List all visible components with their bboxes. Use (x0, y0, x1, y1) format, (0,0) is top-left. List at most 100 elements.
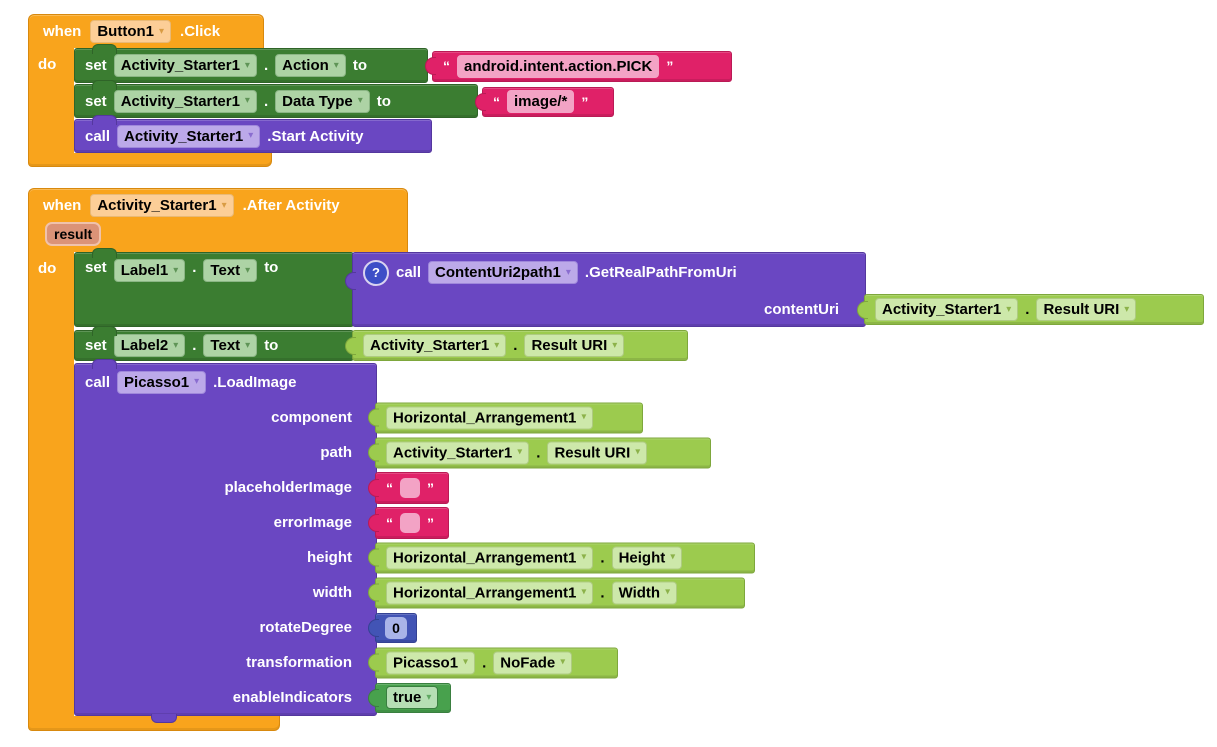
call-start-activity-block[interactable]: call Activity_Starter1 ▾ .Start Activity (74, 115, 432, 153)
event-header[interactable]: when Activity_Starter1 ▾ .After Activity… (28, 188, 408, 252)
dropdown-value: Height (618, 549, 666, 566)
string-value-field[interactable] (400, 512, 420, 533)
property-dropdown[interactable]: NoFade ▾ (493, 651, 573, 674)
component-dropdown[interactable]: Button1 ▾ (90, 20, 172, 43)
logic-true-block[interactable]: true ▾ (375, 682, 451, 713)
dropdown-value: NoFade (500, 654, 556, 671)
string-value-field[interactable] (400, 477, 420, 498)
set-label1-text-block[interactable]: set Label1 ▾ . Text ▾ to (74, 248, 354, 327)
param-label-errorimage: errorImage (273, 514, 352, 531)
dropdown-value: Activity_Starter1 (882, 301, 1002, 318)
dropdown-value: Text (210, 337, 241, 354)
empty-string-block[interactable]: “ ” (375, 471, 449, 504)
getter-nofade-block[interactable]: Picasso1 ▾ . NoFade ▾ (375, 647, 618, 678)
event-name: .Click (180, 23, 221, 40)
dropdown-value: Activity_Starter1 (370, 337, 490, 354)
chevron-down-icon: ▾ (581, 586, 587, 598)
param-label-rotatedegree: rotateDegree (259, 619, 352, 636)
param-label-width: width (312, 584, 352, 601)
property-dropdown[interactable]: Height ▾ (611, 546, 683, 569)
chevron-down-icon: ▾ (665, 586, 671, 598)
component-dropdown[interactable]: Activity_Starter1 ▾ (113, 54, 257, 77)
chevron-down-icon: ▾ (560, 656, 566, 668)
event-param-result[interactable]: result (45, 222, 102, 247)
dropdown-value: Horizontal_Arrangement1 (393, 409, 577, 426)
open-quote: “ (443, 58, 450, 74)
dropdown-value: true (393, 689, 422, 706)
getter-width-block[interactable]: Horizontal_Arrangement1 ▾ . Width ▾ (375, 577, 745, 608)
set-datatype-block[interactable]: set Activity_Starter1 ▾ . Data Type ▾ to (74, 80, 478, 118)
component-dropdown[interactable]: Label2 ▾ (113, 334, 186, 357)
text-string-block[interactable]: “ image/* ” (482, 86, 614, 117)
property-dropdown[interactable]: Action ▾ (275, 54, 346, 77)
property-dropdown[interactable]: Width ▾ (611, 581, 678, 604)
component-dropdown[interactable]: Activity_Starter1 ▾ (363, 334, 507, 357)
dropdown-value: Activity_Starter1 (120, 57, 240, 74)
dot-separator: . (536, 444, 541, 461)
component-dropdown[interactable]: Horizontal_Arrangement1 ▾ (386, 581, 594, 604)
set-label2-text-block[interactable]: set Label2 ▾ . Text ▾ to (74, 326, 354, 361)
call-loadimage-block[interactable]: call Picasso1 ▾ .LoadImage component (74, 359, 755, 723)
set-action-block[interactable]: set Activity_Starter1 ▾ . Action ▾ to (74, 44, 428, 83)
method-name: .Start Activity (267, 127, 364, 145)
method-name: .GetRealPathFromUri (584, 264, 737, 281)
open-quote: “ (493, 93, 500, 110)
string-value-field[interactable]: android.intent.action.PICK (457, 54, 660, 78)
dot-separator: . (600, 549, 605, 566)
param-label-transformation: transformation (246, 654, 352, 671)
event-block-after-activity[interactable]: when Activity_Starter1 ▾ .After Activity… (28, 188, 1204, 731)
chevron-down-icon: ▾ (194, 376, 200, 387)
dropdown-value: Picasso1 (124, 373, 190, 391)
component-dropdown[interactable]: Activity_Starter1 ▾ (113, 89, 257, 113)
dropdown-value: Activity_Starter1 (393, 444, 513, 461)
dot-separator: . (192, 259, 197, 276)
property-dropdown[interactable]: Text ▾ (203, 334, 258, 357)
property-dropdown[interactable]: Result URI ▾ (1036, 298, 1137, 321)
property-dropdown[interactable]: Data Type ▾ (275, 89, 370, 113)
component-dropdown[interactable]: Picasso1 ▾ (117, 370, 207, 394)
string-value-field[interactable]: image/* (507, 90, 575, 113)
getter-result-uri-block[interactable]: Activity_Starter1 ▾ . Result URI ▾ (375, 437, 711, 468)
chevron-down-icon: ▾ (670, 551, 676, 563)
chevron-down-icon: ▾ (1124, 303, 1130, 315)
number-block[interactable]: 0 (375, 612, 417, 643)
event-header[interactable]: when Button1 ▾ .Click (28, 14, 264, 48)
text-string-block[interactable]: “ android.intent.action.PICK ” (432, 50, 732, 82)
property-dropdown[interactable]: Text ▾ (203, 259, 258, 282)
dropdown-value: Button1 (97, 23, 154, 40)
help-icon[interactable]: ? (363, 259, 389, 286)
number-value-field[interactable]: 0 (385, 616, 407, 639)
to-label: to (376, 92, 391, 110)
param-label-component: component (271, 409, 352, 426)
component-dropdown[interactable]: Activity_Starter1 ▾ (386, 441, 530, 464)
close-quote: ” (427, 514, 434, 531)
set-label: set (85, 92, 107, 110)
component-dropdown[interactable]: Horizontal_Arrangement1 ▾ (386, 546, 594, 569)
component-dropdown[interactable]: Activity_Starter1 ▾ (875, 298, 1019, 321)
property-dropdown[interactable]: Result URI ▾ (547, 441, 648, 464)
close-quote: ” (427, 479, 434, 496)
close-quote: ” (581, 93, 589, 110)
empty-string-block[interactable]: “ ” (375, 506, 449, 539)
component-dropdown[interactable]: ContentUri2path1 ▾ (428, 261, 578, 284)
event-block-button1-click[interactable]: when Button1 ▾ .Click do set Activity_St… (28, 14, 732, 167)
boolean-dropdown[interactable]: true ▾ (386, 686, 439, 709)
dropdown-value: ContentUri2path1 (435, 264, 561, 281)
component-dropdown[interactable]: Label1 ▾ (113, 259, 186, 282)
component-dropdown[interactable]: Activity_Starter1 ▾ (117, 124, 261, 148)
open-quote: “ (386, 479, 393, 496)
getter-result-uri-block[interactable]: Activity_Starter1 ▾ . Result URI ▾ (864, 294, 1204, 325)
property-dropdown[interactable]: Result URI ▾ (524, 334, 625, 357)
component-dropdown[interactable]: Activity_Starter1 ▾ (90, 194, 234, 218)
param-label-height: height (307, 549, 352, 566)
method-name: .LoadImage (213, 373, 297, 391)
component-value-block[interactable]: Horizontal_Arrangement1 ▾ (375, 402, 643, 433)
call-getrealpathfromuri-block[interactable]: ? call ContentUri2path1 ▾ .GetRealPathFr… (345, 252, 1204, 327)
component-dropdown[interactable]: Horizontal_Arrangement1 ▾ (386, 406, 594, 429)
to-label: to (264, 337, 279, 354)
getter-result-uri-block[interactable]: Activity_Starter1 ▾ . Result URI ▾ (352, 330, 688, 361)
component-dropdown[interactable]: Picasso1 ▾ (386, 651, 476, 674)
set-label: set (85, 57, 107, 74)
getter-height-block[interactable]: Horizontal_Arrangement1 ▾ . Height ▾ (375, 542, 755, 573)
